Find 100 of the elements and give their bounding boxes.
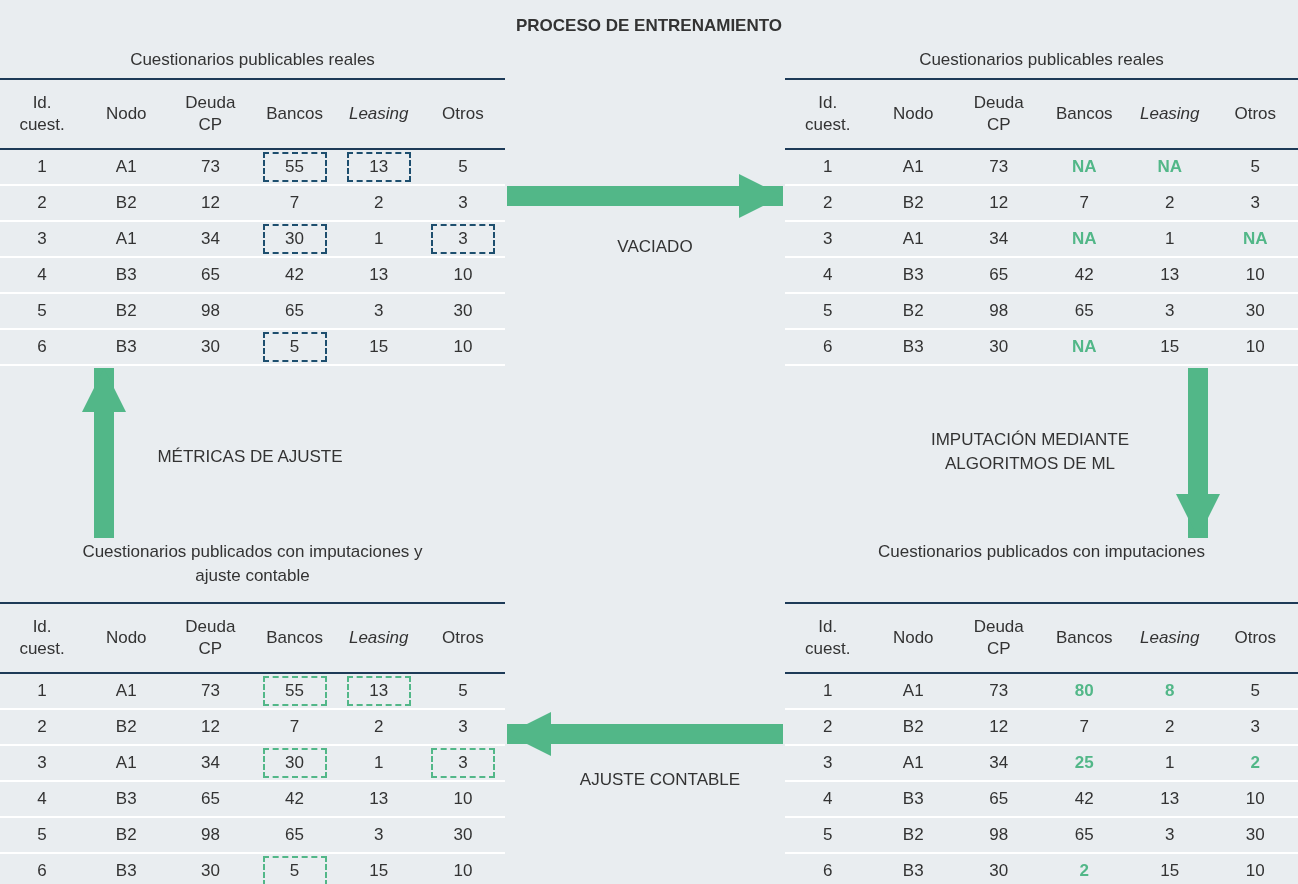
flow-arrow bbox=[1176, 368, 1220, 538]
table-value: B3 bbox=[115, 788, 137, 810]
table-value: 65 bbox=[200, 264, 220, 286]
table-value: A1 bbox=[115, 228, 137, 250]
table-value: 10 bbox=[453, 264, 473, 286]
table-value: A1 bbox=[902, 228, 924, 250]
table-value: 15 bbox=[1160, 336, 1180, 358]
table-title: Cuestionarios publicados con imputaciones bbox=[877, 541, 1206, 563]
table-value: 3 bbox=[458, 192, 468, 214]
table-value: 7 bbox=[1079, 192, 1089, 214]
table-value: A1 bbox=[115, 752, 137, 774]
table-value: 12 bbox=[989, 716, 1009, 738]
table-value: 7 bbox=[289, 192, 300, 214]
table-value: B3 bbox=[902, 336, 924, 358]
table-value: 30 bbox=[1245, 824, 1265, 846]
table-value: 10 bbox=[1245, 336, 1265, 358]
table-value: B3 bbox=[902, 788, 924, 810]
table-value: 65 bbox=[1074, 824, 1094, 846]
imputed-value: NA bbox=[1157, 156, 1183, 178]
table-value: 15 bbox=[369, 336, 389, 358]
table-value: 1 bbox=[37, 156, 47, 178]
column-header: Id. cuest. bbox=[18, 616, 66, 660]
column-header: Nodo bbox=[105, 627, 147, 649]
imputed-value: 25 bbox=[1074, 752, 1094, 774]
table-value: 3 bbox=[1165, 824, 1175, 846]
table-value: 12 bbox=[989, 192, 1009, 214]
table-value: 1 bbox=[823, 680, 833, 702]
table-value: 3 bbox=[458, 716, 468, 738]
table-value: 2 bbox=[1165, 716, 1175, 738]
imputed-value: 2 bbox=[1250, 752, 1260, 774]
table-value: 5 bbox=[1250, 680, 1260, 702]
column-header: Id. cuest. bbox=[804, 92, 852, 136]
table-value: B3 bbox=[902, 264, 924, 286]
table-value: 3 bbox=[1165, 300, 1175, 322]
table-value: 13 bbox=[1160, 264, 1180, 286]
marked-value: 55 bbox=[262, 152, 327, 182]
table-value: 30 bbox=[453, 824, 473, 846]
imputed-value: NA bbox=[1242, 228, 1268, 250]
flow-arrow bbox=[82, 368, 126, 538]
table-value: 3 bbox=[37, 228, 47, 250]
marked-value: 13 bbox=[346, 676, 411, 706]
column-header: Nodo bbox=[892, 103, 934, 125]
table-value: 5 bbox=[458, 680, 468, 702]
table-value: 4 bbox=[823, 264, 833, 286]
table-title: Cuestionarios publicables reales bbox=[918, 49, 1165, 71]
table-value: 98 bbox=[200, 300, 220, 322]
table-value: 5 bbox=[823, 824, 833, 846]
table-value: 5 bbox=[37, 824, 47, 846]
table-value: 6 bbox=[37, 336, 47, 358]
table-value: 65 bbox=[285, 300, 304, 322]
table-value: 15 bbox=[369, 860, 389, 882]
table-value: 65 bbox=[200, 788, 220, 810]
table-value: 3 bbox=[823, 752, 833, 774]
table-value: A1 bbox=[115, 156, 137, 178]
table-value: A1 bbox=[115, 680, 137, 702]
imputed-value: NA bbox=[1071, 228, 1097, 250]
table-value: 5 bbox=[823, 300, 833, 322]
table-value: 10 bbox=[453, 860, 473, 882]
column-header: Id. cuest. bbox=[18, 92, 66, 136]
table-value: 5 bbox=[37, 300, 47, 322]
table-title: Cuestionarios publicados con imputaciones y ajuste contable bbox=[81, 541, 424, 587]
table-value: 98 bbox=[989, 300, 1009, 322]
table-value: 34 bbox=[200, 752, 220, 774]
table-value: 12 bbox=[200, 192, 220, 214]
table-value: B2 bbox=[902, 300, 924, 322]
table-value: 65 bbox=[285, 824, 304, 846]
imputed-value: NA bbox=[1071, 156, 1097, 178]
table-value: B3 bbox=[115, 860, 137, 882]
table-value: 1 bbox=[1165, 228, 1175, 250]
imputed-value: 2 bbox=[1079, 860, 1089, 882]
column-header: Otros bbox=[442, 627, 484, 649]
table-value: 1 bbox=[37, 680, 47, 702]
column-header: Deuda CP bbox=[972, 92, 1025, 136]
table-value: A1 bbox=[902, 156, 924, 178]
column-header: Id. cuest. bbox=[804, 616, 852, 660]
table-value: 6 bbox=[823, 336, 833, 358]
table-value: 1 bbox=[1165, 752, 1175, 774]
column-header: Nodo bbox=[105, 103, 147, 125]
table-value: B2 bbox=[115, 716, 137, 738]
table-value: 34 bbox=[200, 228, 220, 250]
table-value: 6 bbox=[823, 860, 833, 882]
column-header: Deuda CP bbox=[184, 616, 237, 660]
table-value: 73 bbox=[200, 680, 220, 702]
column-header: Leasing bbox=[348, 103, 409, 125]
table-value: 13 bbox=[369, 264, 389, 286]
marked-value: 55 bbox=[262, 676, 327, 706]
table-value: 7 bbox=[289, 716, 300, 738]
table-value: 73 bbox=[200, 156, 220, 178]
table-value: 3 bbox=[373, 824, 384, 846]
table-value: 30 bbox=[453, 300, 473, 322]
table-value: 1 bbox=[373, 228, 384, 250]
column-header: Deuda CP bbox=[184, 92, 237, 136]
table-value: 5 bbox=[1250, 156, 1260, 178]
column-header: Leasing bbox=[1139, 103, 1200, 125]
imputed-value: NA bbox=[1071, 336, 1097, 358]
table-value: 34 bbox=[989, 228, 1009, 250]
table-value: 2 bbox=[373, 192, 384, 214]
table-value: 2 bbox=[823, 192, 833, 214]
column-header: Bancos bbox=[266, 103, 323, 125]
marked-value: 3 bbox=[430, 224, 495, 254]
